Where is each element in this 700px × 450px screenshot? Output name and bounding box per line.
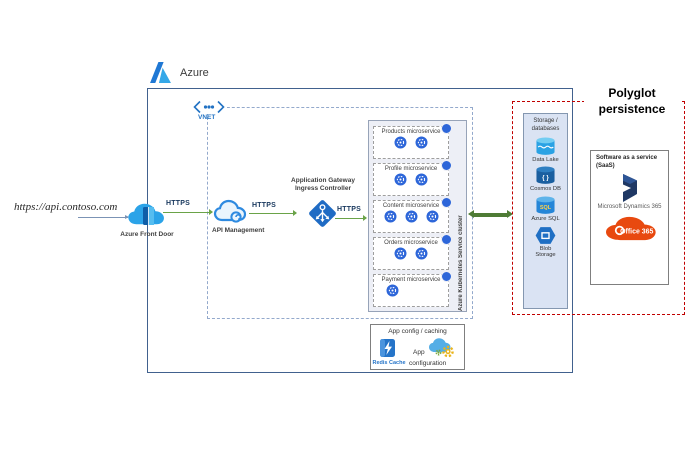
pod-icon — [394, 136, 407, 149]
pod-icon — [426, 210, 438, 223]
https-label-2: HTTPS — [252, 202, 276, 209]
https-label-3: HTTPS — [337, 206, 361, 213]
pod-icon — [415, 173, 428, 186]
azure-sql-label: Azure SQL — [531, 215, 560, 222]
data-lake-item: Data Lake — [532, 137, 559, 164]
service-endpoint-dot — [441, 123, 452, 134]
pod-icon — [415, 136, 428, 149]
pod-icon — [386, 284, 399, 297]
pod-icon — [384, 210, 396, 223]
cosmos-db-label: Cosmos DB — [530, 186, 561, 193]
redis-cache-icon — [380, 339, 395, 357]
azure-sql-item: SQL Azure SQL — [531, 196, 560, 223]
app-configuration-label-app: App — [413, 349, 425, 356]
storage-databases-header: Storage / databases — [531, 118, 560, 132]
cosmos-db-item: { } Cosmos DB — [530, 166, 561, 193]
aks-cluster-label: Azure Kubernetes Service cluster — [458, 215, 464, 311]
office-365-text: Office 365 — [620, 228, 653, 235]
https-label-1: HTTPS — [166, 200, 190, 207]
https-arrow-2 — [249, 210, 297, 217]
app-gateway-label: Application Gateway Ingress Controller — [291, 177, 355, 193]
aks-cluster-box: Azure Kubernetes Service cluster Product… — [368, 120, 467, 312]
pod-icon — [405, 210, 417, 223]
azure-logo-icon — [150, 62, 171, 83]
service-endpoint-dot — [441, 160, 452, 171]
azure-boundary-box — [147, 88, 573, 373]
app-configuration-icon — [429, 338, 454, 358]
pods-row — [374, 210, 448, 223]
pods-row — [374, 284, 448, 297]
profile-microservice-label: Profile microservice — [384, 166, 438, 172]
blob-storage-item: Blob Storage — [530, 226, 562, 259]
front-door-icon — [128, 203, 164, 225]
cosmos-db-icon: { } — [536, 166, 555, 185]
pod-icon — [394, 173, 407, 186]
orders-microservice-label: Orders microservice — [384, 240, 438, 246]
pod-icon — [394, 247, 407, 260]
api-management-label: API Management — [212, 227, 265, 234]
https-arrow-1 — [163, 209, 213, 216]
url-arrow — [78, 214, 129, 219]
app-config-box: App config / caching Redis Cache App con… — [370, 324, 465, 370]
products-microservice-label: Products microservice — [381, 129, 441, 135]
aks-storage-arrow — [468, 210, 513, 218]
redis-cache-label: Redis Cache — [372, 360, 406, 366]
pods-row — [374, 173, 448, 186]
blob-storage-icon — [535, 226, 556, 244]
data-lake-icon — [536, 137, 555, 155]
storage-databases-panel: Storage / databases Data Lake { } Cosmos… — [523, 113, 568, 309]
office-365-icon: Office 365 — [605, 216, 656, 240]
azure-boundary-label: Azure — [180, 67, 209, 79]
profile-microservice-box: Profile microservice — [373, 160, 452, 196]
content-microservice-label: Content microservice — [382, 203, 440, 209]
payment-microservice-box: Payment microservice — [373, 271, 452, 307]
saas-header: Software as a service (SaaS) — [596, 155, 658, 169]
vnet-label: VNET — [198, 114, 216, 121]
service-endpoint-dot — [441, 234, 452, 245]
data-lake-label: Data Lake — [532, 156, 559, 163]
api-management-icon — [213, 199, 247, 223]
content-microservice-box: Content microservice — [373, 197, 452, 233]
azure-sql-icon: SQL — [536, 196, 555, 214]
products-microservice-box: Products microservice — [373, 123, 452, 159]
pods-row — [374, 136, 448, 149]
payment-microservice-label: Payment microservice — [381, 277, 441, 283]
service-endpoint-dot — [441, 271, 452, 282]
dynamics-365-icon — [622, 173, 637, 202]
app-gateway-icon — [309, 200, 336, 227]
cosmos-db-glyph: { } — [542, 175, 549, 182]
azure-sql-glyph: SQL — [540, 205, 552, 211]
dynamics-365-label: Microsoft Dynamics 365 — [597, 203, 662, 210]
external-url-label: https://api.contoso.com — [14, 201, 118, 213]
orders-microservice-box: Orders microservice — [373, 234, 452, 270]
pods-row — [374, 247, 448, 260]
service-endpoint-dot — [441, 197, 452, 208]
https-arrow-3 — [335, 215, 367, 222]
saas-box: Software as a service (SaaS) Microsoft D… — [590, 150, 669, 285]
blob-storage-label: Blob Storage — [535, 245, 556, 259]
pod-icon — [415, 247, 428, 260]
front-door-label: Azure Front Door — [120, 231, 174, 238]
vnet-icon — [191, 100, 227, 114]
app-configuration-label-configuration: configuration — [409, 360, 447, 367]
app-config-header: App config / caching — [388, 328, 447, 335]
polyglot-persistence-title: Polyglot persistence — [584, 86, 680, 118]
